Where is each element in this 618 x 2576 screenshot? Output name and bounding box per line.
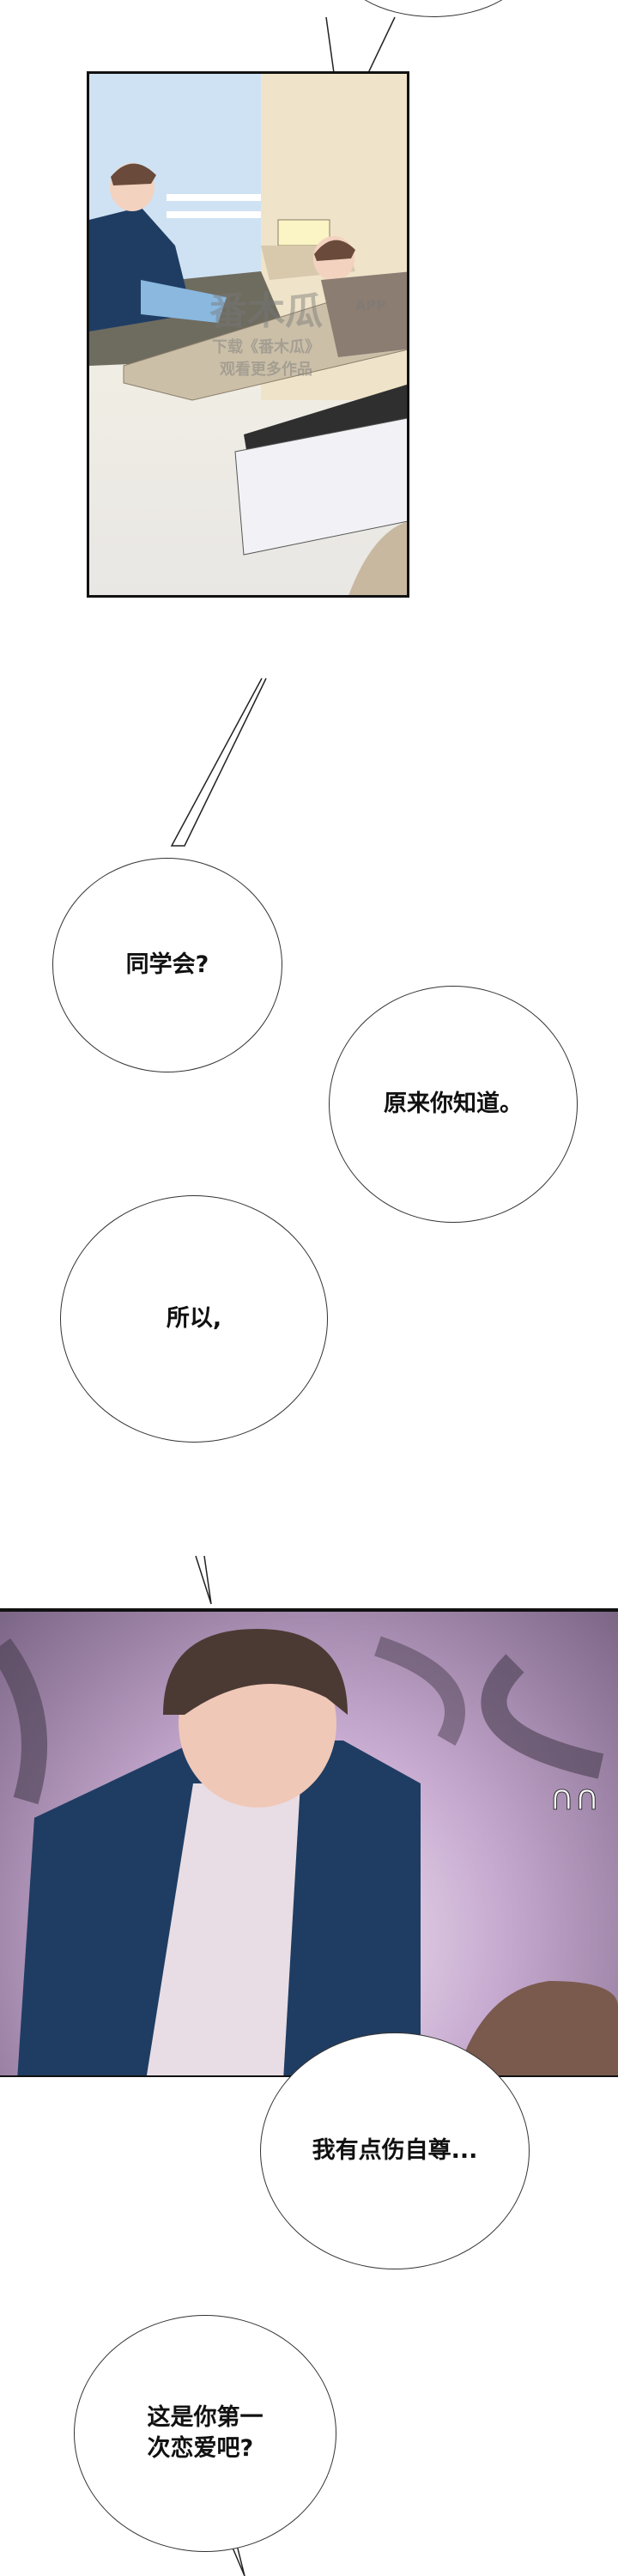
- comic-panel-closeup: ∩∩: [0, 1608, 618, 2077]
- bubble-text: 这是你第一 次恋爱吧?: [147, 2403, 264, 2462]
- sfx-mark: ∩∩: [549, 1778, 600, 1818]
- watermark-line1: 下载《番木瓜》: [212, 338, 320, 356]
- watermark: 番木瓜 APP 下载《番木瓜》 观看更多作品: [209, 280, 386, 380]
- bubble-text: 所以,: [166, 1304, 222, 1332]
- watermark-brand: 番木瓜: [209, 289, 323, 333]
- watermark-app: APP: [355, 297, 386, 313]
- bubble-text: 原来你知道。: [384, 1090, 523, 1117]
- speech-bubble: 我有点伤自尊...: [260, 2032, 530, 2269]
- bubble-text: 我有点伤自尊...: [312, 2136, 478, 2164]
- speech-bubble: 所以,: [60, 1195, 328, 1443]
- speech-bubble: 同学会?: [52, 858, 282, 1072]
- lounge-illustration: [89, 74, 407, 595]
- bubble-text: 同学会?: [125, 951, 209, 978]
- character-illustration: ∩∩: [0, 1629, 618, 2075]
- speech-bubble: 这是你第一 次恋爱吧?: [74, 2315, 336, 2552]
- comic-panel-lounge: 番木瓜 APP 下载《番木瓜》 观看更多作品: [87, 71, 409, 598]
- speech-bubble: 原来你知道。: [329, 986, 578, 1223]
- watermark-line2: 观看更多作品: [220, 361, 312, 379]
